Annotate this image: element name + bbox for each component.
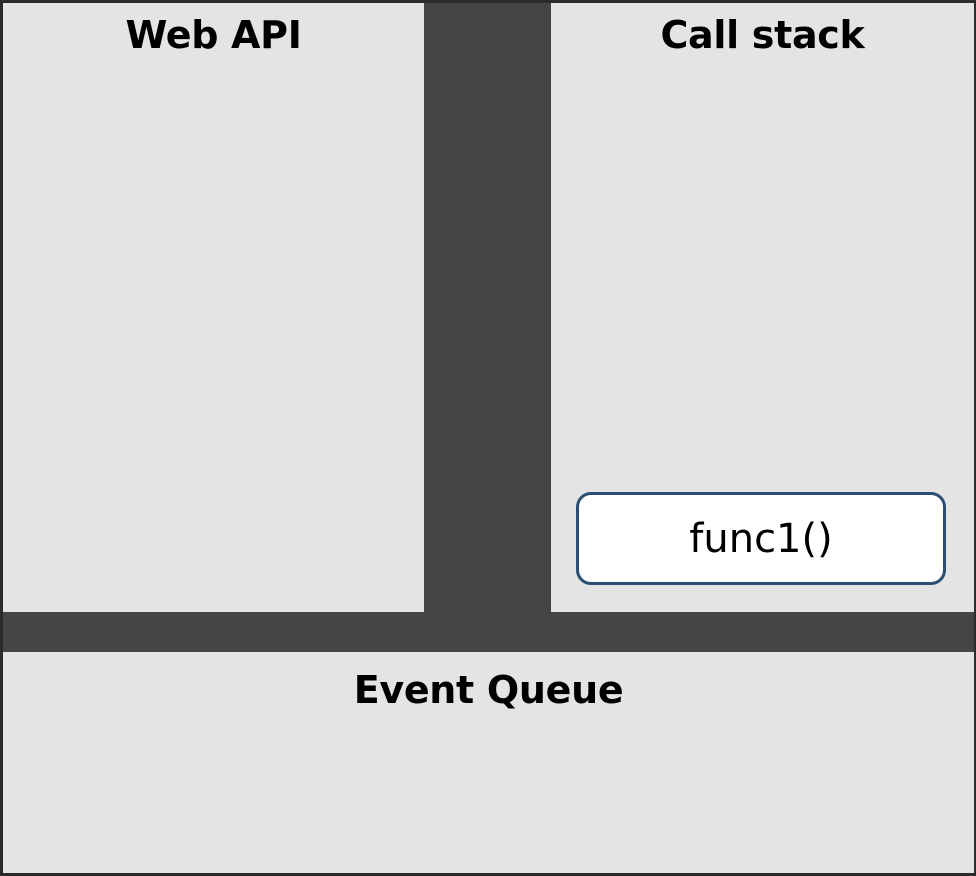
call-stack-panel-title: Call stack	[660, 13, 865, 57]
web-api-panel: Web API	[3, 3, 424, 612]
event-queue-panel: Event Queue	[3, 652, 974, 873]
event-queue-panel-title: Event Queue	[353, 668, 624, 712]
web-api-panel-title: Web API	[125, 13, 302, 57]
call-stack-frame-func1[interactable]: func1()	[576, 492, 946, 585]
call-stack-frame-label: func1()	[689, 515, 833, 562]
